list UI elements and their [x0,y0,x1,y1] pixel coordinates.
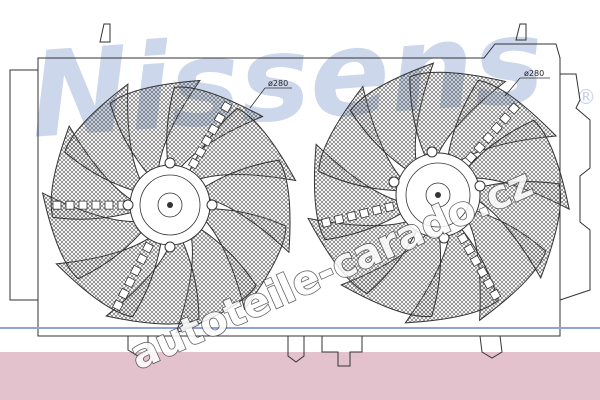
shroud-frame [9,23,591,367]
registered-mark: ® [576,85,596,109]
strut-cell [207,123,220,136]
fan-blade [201,159,291,254]
right-mount-boss-4 [438,232,450,244]
left-fan: ø280 [41,79,297,334]
strut-cell [187,157,200,170]
strut-cell [213,112,226,125]
top-right-tab [515,23,527,41]
strut-cell [194,146,207,159]
strut-cell [464,151,478,164]
support-strut [456,232,502,301]
bottom-mount-1 [127,336,149,357]
strut-cell [333,214,345,225]
support-strut [464,102,521,164]
strut-cell [463,243,476,256]
strut-cell [91,200,101,210]
strut-cell [384,201,395,213]
right-side-flange [559,73,591,301]
left-mount-boss-2 [206,199,218,211]
left-diameter-label: ø280 [268,79,288,88]
right-mount-boss-3 [426,146,438,158]
right-diameter-label: ø280 [524,69,544,78]
bottom-mount-3 [479,335,503,359]
strut-cell [481,131,495,145]
right-mount-boss-1 [388,176,400,188]
left-mount-boss-3 [164,157,176,169]
support-strut [111,241,154,312]
strut-cell [456,232,469,245]
strut-cell [490,121,503,135]
strut-cell [220,100,233,114]
strut-cell [346,210,357,222]
right-mount-boss-2 [474,180,486,192]
support-strut [320,201,395,228]
strut-cell [473,141,486,154]
right-fan-blades [307,62,570,324]
strut-cell [469,254,482,267]
bottom-connector [321,336,363,367]
strut-cell [78,200,88,210]
strut-cell [129,264,142,277]
strut-cell [52,200,62,210]
left-mount-boss-1 [122,199,134,211]
strut-cell [482,277,495,290]
strut-cell [507,102,521,115]
right-hub-center [435,192,441,198]
right-diameter-leader [504,77,521,97]
left-mount-boss-4 [164,241,176,253]
strut-cell [141,241,154,254]
strut-cell [200,134,213,147]
strut-cell [104,200,114,210]
strut-cell [65,200,75,210]
top-left-tab [99,23,111,43]
left-diameter-leader [249,87,266,109]
left-hub-center [167,202,173,208]
strut-cell [320,217,332,228]
strut-cell [111,299,124,312]
strut-cell [476,266,489,279]
strut-cell [371,204,383,216]
support-strut [187,100,233,170]
strut-cell [135,253,148,266]
strut-cell [123,276,136,289]
strut-cell [489,288,502,301]
left-fan-spokes [52,100,233,312]
strut-cell [499,112,512,125]
bottom-mount-2 [287,336,305,363]
strut-cell [117,287,130,300]
right-fan-spokes [320,102,521,301]
right-fan: ø280 [307,62,570,324]
fan-blade [474,181,562,280]
shroud-outline [37,43,561,337]
left-side-flange [9,69,38,301]
pink-band [0,352,600,400]
strut-cell [358,207,370,219]
